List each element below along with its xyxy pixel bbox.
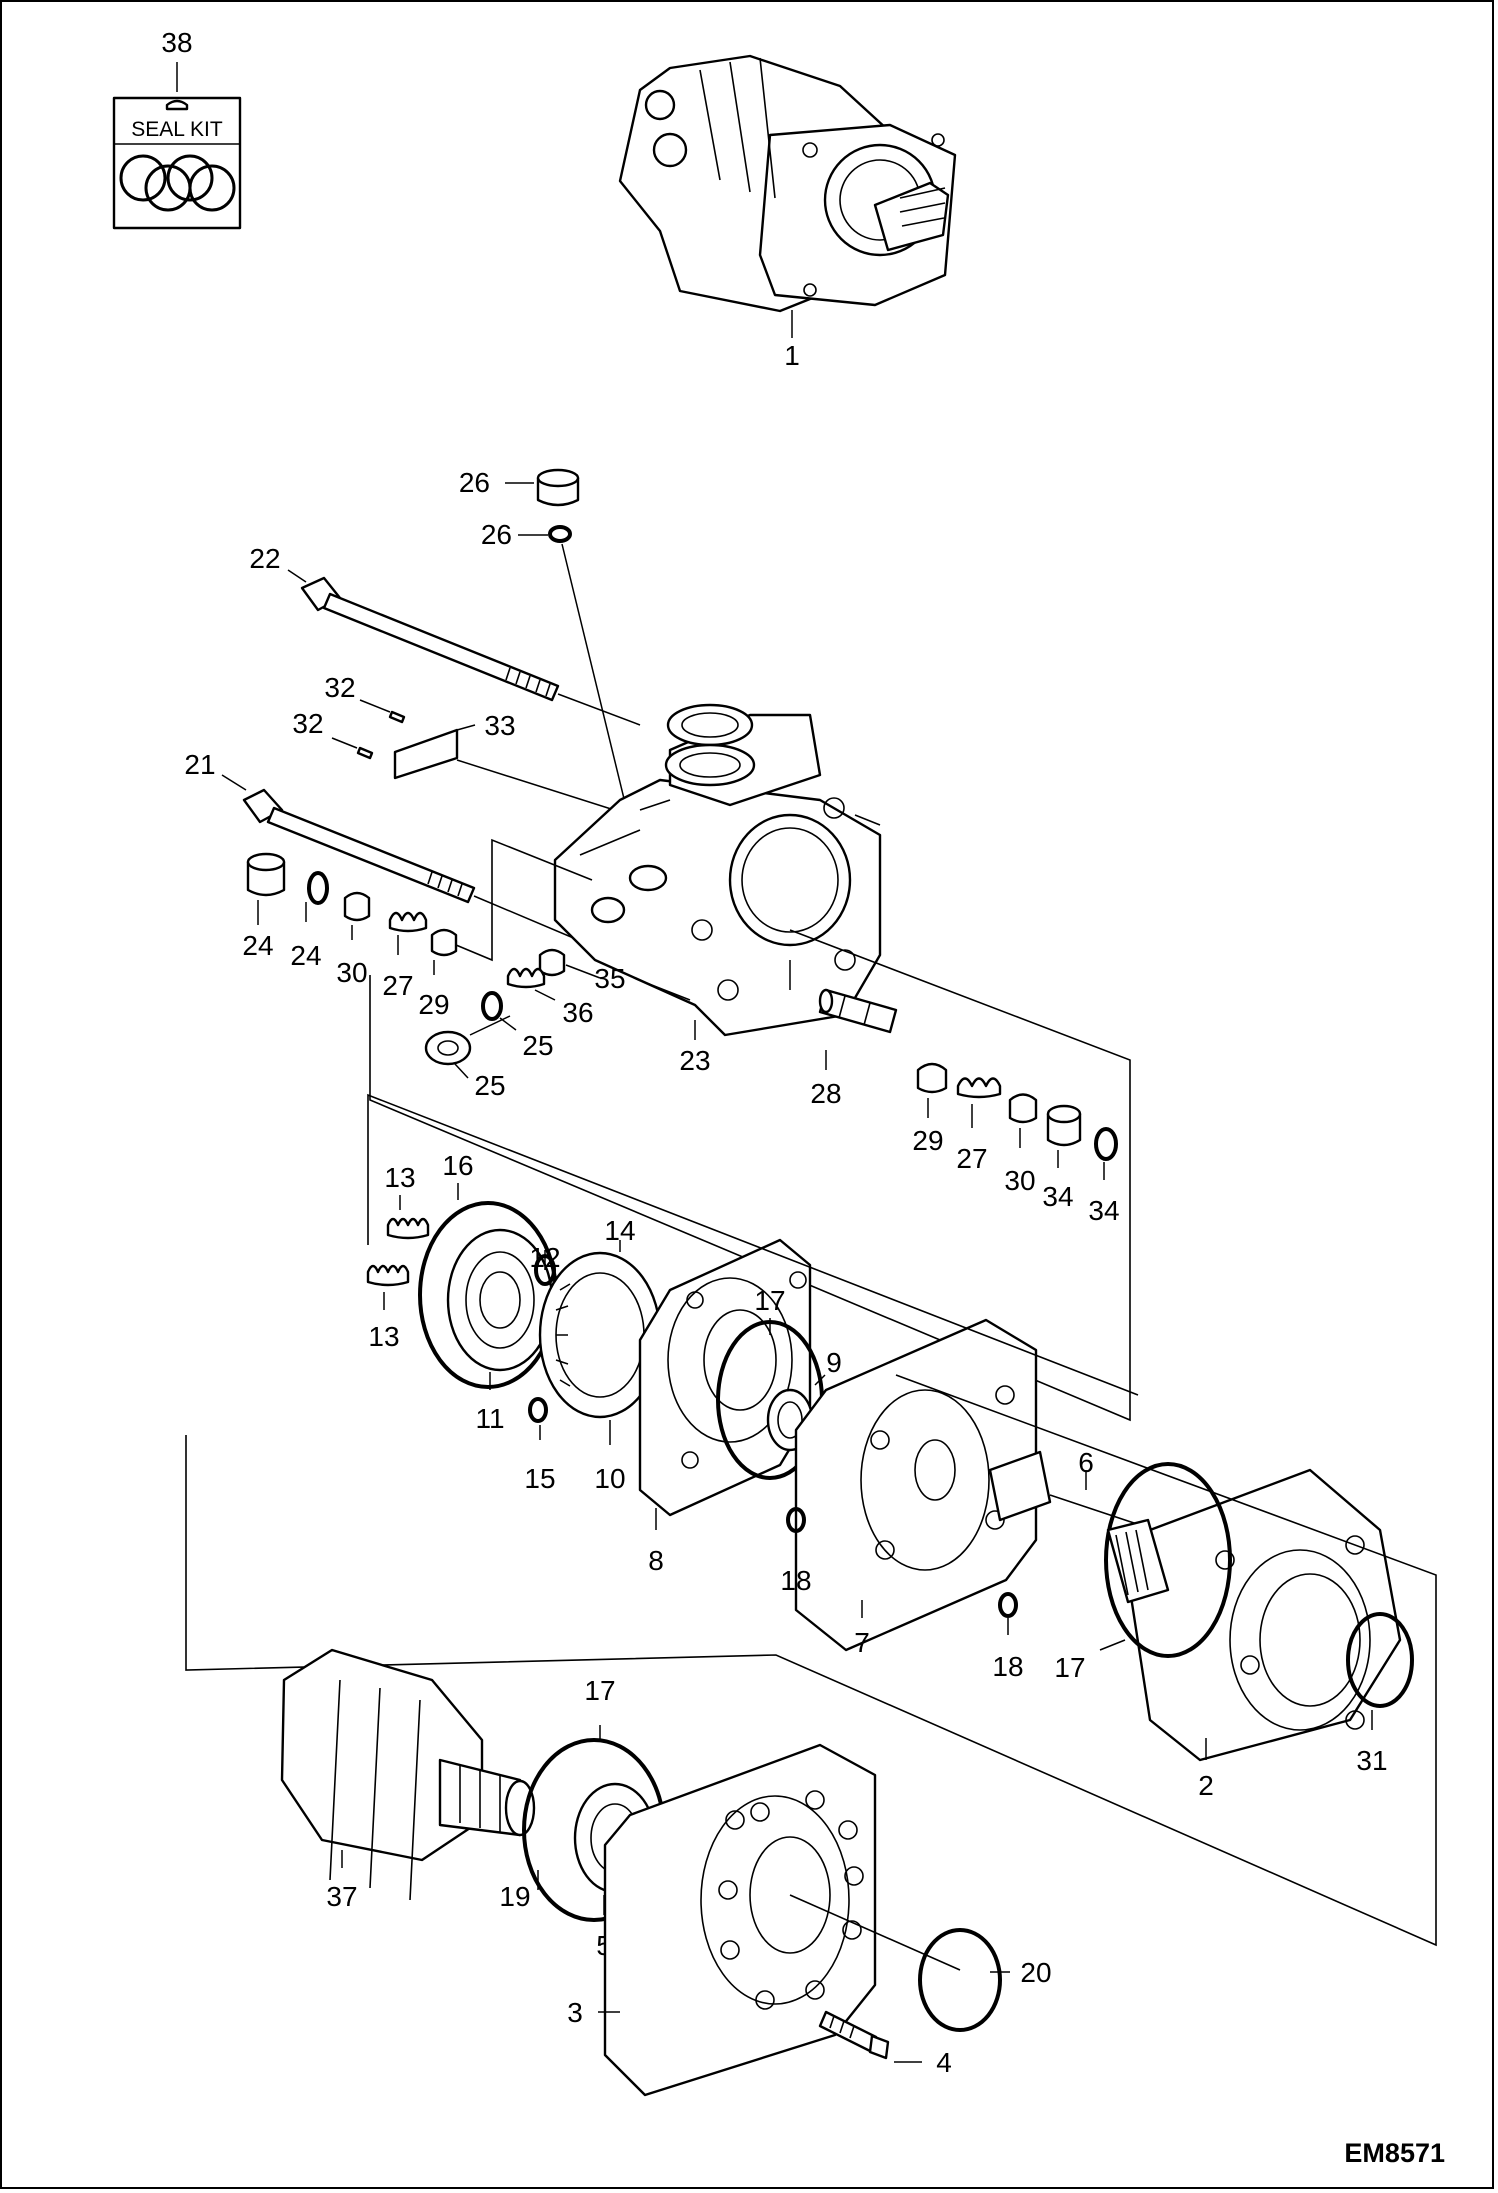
callout-26-plug: 26 — [459, 467, 490, 498]
callout-26-oring: 26 — [481, 519, 512, 550]
seal-kit-box[interactable] — [112, 96, 242, 230]
oring-18-left[interactable] — [786, 1507, 806, 1533]
callout-1: 1 — [784, 340, 800, 371]
callout-22: 22 — [249, 543, 280, 574]
callout-27-right: 27 — [956, 1143, 987, 1174]
rivet-32-bottom[interactable] — [356, 746, 374, 760]
seal-kit-label: SEAL KIT — [131, 118, 223, 141]
oring-25[interactable] — [481, 991, 503, 1021]
oring-26[interactable] — [548, 525, 572, 543]
callout-36: 36 — [562, 997, 593, 1028]
bolt-22[interactable] — [300, 576, 560, 702]
oring-15[interactable] — [528, 1397, 548, 1423]
valve-housing-23[interactable] — [553, 703, 882, 1037]
spool-28[interactable] — [818, 988, 898, 1034]
gerotor-8[interactable] — [638, 1238, 812, 1517]
oring-24[interactable] — [307, 871, 329, 905]
callout-25-oring: 25 — [522, 1030, 553, 1061]
callout-6: 6 — [1078, 1447, 1094, 1478]
spring-13-top[interactable] — [386, 1217, 430, 1240]
callout-2: 2 — [1198, 1770, 1214, 1801]
poppet-29-left[interactable] — [430, 928, 458, 957]
callout-18-right: 18 — [992, 1651, 1023, 1682]
spring-27-right[interactable] — [956, 1077, 1002, 1099]
callout-35: 35 — [594, 963, 625, 994]
diagram-code: EM8571 — [1344, 2138, 1445, 2168]
callout-16: 16 — [442, 1150, 473, 1181]
manifold-plate-7[interactable] — [794, 1318, 1052, 1652]
callout-10: 10 — [594, 1463, 625, 1494]
callout-30-right: 30 — [1004, 1165, 1035, 1196]
seal-ring-17-right[interactable] — [1104, 1462, 1232, 1658]
callout-31: 31 — [1356, 1745, 1387, 1776]
spring-27-left[interactable] — [388, 911, 428, 933]
callout-34-oring: 34 — [1088, 1195, 1119, 1226]
callout-24-oring: 24 — [290, 940, 321, 971]
callout-15: 15 — [524, 1463, 555, 1494]
callout-19: 19 — [499, 1881, 530, 1912]
callout-17-mid: 17 — [754, 1285, 785, 1316]
callout-12: 12 — [529, 1242, 560, 1273]
bolt-21[interactable] — [242, 788, 476, 904]
poppet-29-right[interactable] — [916, 1062, 948, 1094]
seat-30-left[interactable] — [343, 891, 371, 922]
callout-30-left: 30 — [336, 957, 367, 988]
plug-24[interactable] — [246, 852, 286, 897]
callout-37: 37 — [326, 1881, 357, 1912]
rivet-32-top[interactable] — [388, 710, 406, 724]
spline-coupler-6[interactable] — [1106, 1518, 1170, 1604]
callout-32-bottom: 32 — [292, 708, 323, 739]
callout-29-left: 29 — [418, 989, 449, 1020]
callout-24-plug: 24 — [242, 930, 273, 961]
oring-18-right[interactable] — [998, 1592, 1018, 1618]
callout-17-bottom: 17 — [584, 1675, 615, 1706]
callout-20: 20 — [1020, 1957, 1051, 1988]
bolt-4[interactable] — [818, 2010, 890, 2060]
plug-34[interactable] — [1046, 1104, 1082, 1147]
callout-32-top: 32 — [324, 672, 355, 703]
callout-9: 9 — [826, 1347, 842, 1378]
callout-13-top: 13 — [384, 1162, 415, 1193]
bearing-housing-2[interactable] — [1128, 1468, 1402, 1762]
callout-13-bottom: 13 — [368, 1321, 399, 1352]
assembled-motor[interactable] — [618, 54, 957, 313]
seat-35[interactable] — [538, 948, 566, 977]
callout-8: 8 — [648, 1545, 664, 1576]
callout-29-right: 29 — [912, 1125, 943, 1156]
callout-3: 3 — [567, 1997, 583, 2028]
callout-14: 14 — [604, 1215, 635, 1246]
callout-27-left: 27 — [382, 970, 413, 1001]
plug-25[interactable] — [424, 1030, 472, 1066]
spring-36[interactable] — [506, 967, 546, 989]
callout-23: 23 — [679, 1045, 710, 1076]
callout-18-left: 18 — [780, 1565, 811, 1596]
callout-34-plug: 34 — [1042, 1181, 1073, 1212]
mounting-flange-3[interactable] — [603, 1743, 877, 2097]
spring-13-bottom[interactable] — [366, 1264, 410, 1287]
callout-21: 21 — [184, 749, 215, 780]
seal-20[interactable] — [918, 1928, 1002, 2032]
oring-34[interactable] — [1094, 1127, 1118, 1161]
callout-17-right: 17 — [1054, 1652, 1085, 1683]
callout-28: 28 — [810, 1078, 841, 1109]
tag-33[interactable] — [393, 728, 459, 780]
seat-30-right[interactable] — [1008, 1093, 1038, 1124]
callout-7: 7 — [854, 1627, 870, 1658]
callout-25-plug: 25 — [474, 1070, 505, 1101]
seal-31[interactable] — [1346, 1612, 1414, 1708]
callout-11: 11 — [475, 1403, 504, 1434]
callout-38: 38 — [161, 27, 192, 58]
output-shaft-37[interactable] — [280, 1648, 536, 1901]
plug-26[interactable] — [536, 468, 580, 507]
callout-33: 33 — [484, 710, 515, 741]
callout-4: 4 — [936, 2047, 952, 2078]
